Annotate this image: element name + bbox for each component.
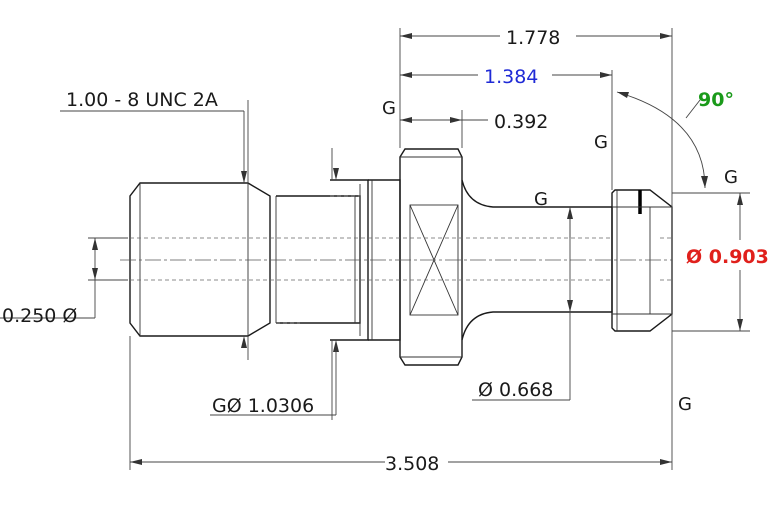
dimension-labels: 3.508 1.778 1.384 0.392 1.00 - 8 UNC 2A … [2,27,769,475]
g-mark-head-top: G [724,167,738,188]
center-lines [120,195,672,324]
gdt-marks: G G G G G [382,98,738,415]
head [611,189,673,332]
dim-top-length: 1.778 [506,27,560,49]
dim-flange-to-face: 1.384 [484,66,538,88]
dim-bore-diameter: 0.250 Ø [2,305,77,327]
g-mark-head-bottom: G [678,394,692,415]
g-mark-neck: G [534,189,548,210]
dim-groove-diameter: GØ 1.0306 [212,395,314,417]
dim-thread: 1.00 - 8 UNC 2A [66,89,218,111]
extension-lines [88,28,750,470]
dim-overall-length: 3.508 [385,453,439,475]
groove-section [330,179,369,341]
flange [399,148,463,366]
dim-angle: 90° [698,89,734,111]
dimension-lines [0,33,743,465]
g-mark-flange-left: G [382,98,396,119]
dim-flange-width: 0.392 [494,111,548,133]
part-outline [129,148,673,366]
shank-section [276,195,361,324]
threaded-section [129,182,271,337]
g-mark-face: G [594,132,608,153]
dim-head-diameter: Ø 0.903 [686,246,769,268]
dim-neck-diameter: Ø 0.668 [478,379,553,401]
